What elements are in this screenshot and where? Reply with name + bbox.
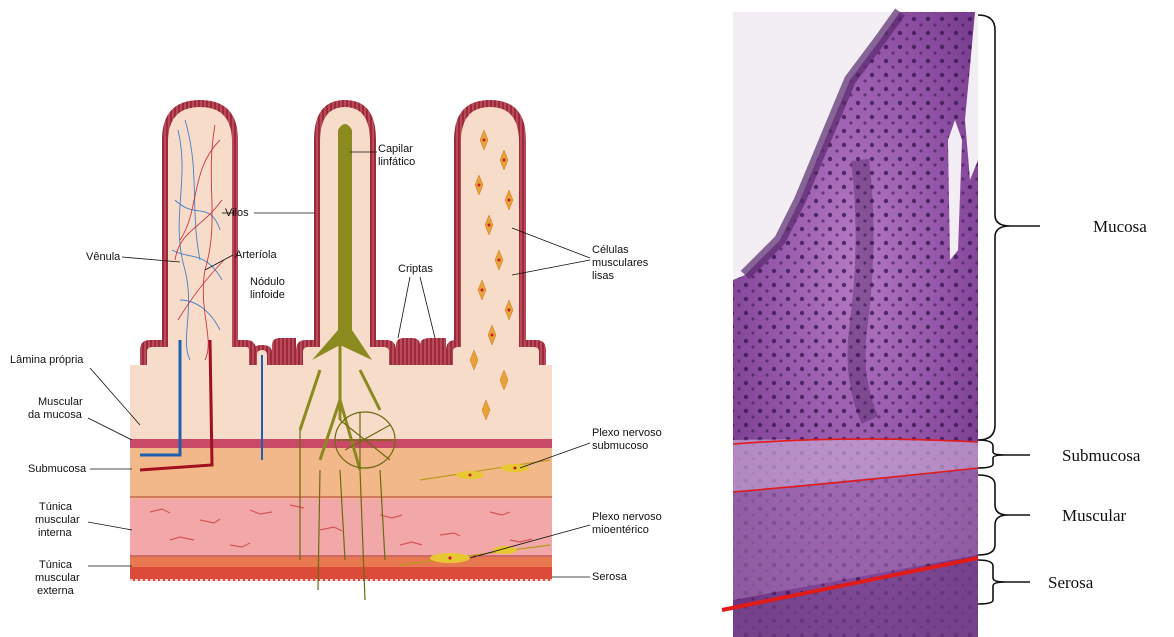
label-muscular-histo: Muscular <box>1062 506 1127 525</box>
label-celulas-3: lisas <box>592 270 615 282</box>
label-nodulo-1: Nódulo <box>250 276 285 288</box>
label-plexo-mio-2: mioentérico <box>592 524 649 536</box>
label-muscular-mucosa-2: da mucosa <box>28 409 83 421</box>
label-celulas-2: musculares <box>592 257 649 269</box>
label-capilar-1: Capilar <box>378 143 413 155</box>
label-celulas-1: Células <box>592 244 629 256</box>
label-arteriola: Arteríola <box>235 249 277 261</box>
label-tunica-interna-1: Túnica <box>39 501 73 513</box>
histology-micrograph: Mucosa Submucosa Muscular Serosa <box>722 12 1147 637</box>
label-tunica-interna-3: interna <box>38 527 73 539</box>
label-venula: Vênula <box>86 251 121 263</box>
label-mucosa: Mucosa <box>1093 217 1147 236</box>
label-plexo-sub-2: submucoso <box>592 440 648 452</box>
label-plexo-sub-1: Plexo nervoso <box>592 427 662 439</box>
label-tunica-externa-1: Túnica <box>39 559 73 571</box>
label-muscular-mucosa-1: Muscular <box>38 396 83 408</box>
label-serosa-diagram: Serosa <box>592 571 628 583</box>
region-braces <box>978 15 1040 604</box>
label-submucosa: Submucosa <box>28 463 87 475</box>
tunica-interna-layer <box>130 497 552 557</box>
label-tunica-externa-3: externa <box>37 585 75 597</box>
serosa-layer <box>130 565 552 581</box>
label-nodulo-2: linfoide <box>250 289 285 301</box>
label-tunica-externa-2: muscular <box>35 572 80 584</box>
label-capilar-2: linfático <box>378 156 415 168</box>
label-criptas: Criptas <box>398 263 433 275</box>
label-submucosa-histo: Submucosa <box>1062 446 1141 465</box>
label-plexo-mio-1: Plexo nervoso <box>592 511 662 523</box>
label-serosa-histo: Serosa <box>1048 573 1094 592</box>
label-tunica-interna-2: muscular <box>35 514 80 526</box>
label-lamina-propria: Lâmina própria <box>10 354 84 366</box>
